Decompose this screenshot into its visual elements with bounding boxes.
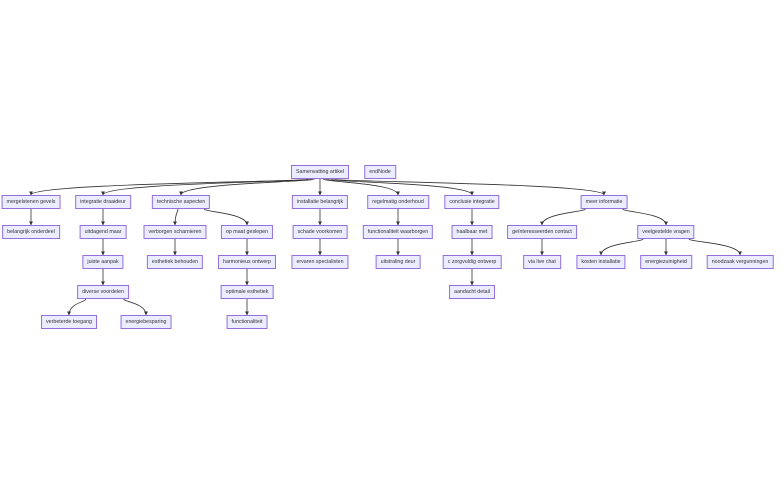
node-c2: op maat geslepen xyxy=(220,225,274,239)
edge-b3-b3a xyxy=(67,298,87,316)
node-f2: c zorgvuldig ontwerp xyxy=(442,255,502,269)
node-c2c: functionaliteit xyxy=(226,315,268,329)
node-g2: veelgestelde vragen xyxy=(637,225,695,239)
node-b: integratie draaideur xyxy=(75,195,131,209)
node-g2b: energiezuinigheid xyxy=(640,255,692,269)
node-b3a: verbeterde toegang xyxy=(41,315,97,329)
edge-g2-g2c xyxy=(688,238,742,256)
node-g1a: via live chat xyxy=(523,255,561,269)
node-f: conclusie integratie xyxy=(444,195,500,209)
node-e1: functionaliteit waarborgen xyxy=(362,225,434,239)
node-c1a: esthetiek behouden xyxy=(146,255,204,269)
edge-root-g xyxy=(330,178,606,196)
node-a1: belangrijk onderdeel xyxy=(2,225,60,239)
node-d: installatie belangrijk xyxy=(291,195,349,209)
node-c2a: harmonieus ontwerp xyxy=(218,255,276,269)
node-d1: schade voorkomen xyxy=(292,225,348,239)
edge-root-e xyxy=(322,178,400,196)
edge-root-b xyxy=(101,178,312,196)
edge-g2-g2a xyxy=(599,238,644,256)
edge-g-g2 xyxy=(622,208,668,226)
node-f1: haalbaar met xyxy=(451,225,493,239)
node-g1: geïnteresseerden contact xyxy=(507,225,577,239)
node-b3: diverse voordelen xyxy=(77,285,129,299)
node-a: mergelstenen gevels xyxy=(1,195,61,209)
node-g: meer informatie xyxy=(580,195,628,209)
node-d2: ervaren specialisten xyxy=(291,255,349,269)
node-f3: aandacht detail xyxy=(449,285,495,299)
node-g2a: kosten installatie xyxy=(576,255,626,269)
node-b3b: energiebesparing xyxy=(120,315,172,329)
node-c: technische aspecten xyxy=(151,195,211,209)
node-e: regelmatig onderhoud xyxy=(367,195,429,209)
edge-c-c1 xyxy=(173,208,179,226)
edge-root-c xyxy=(179,178,315,196)
node-b1: uitdagend maar xyxy=(79,225,127,239)
edge-b3-b3b xyxy=(123,298,148,316)
edge-root-f xyxy=(325,178,474,196)
node-root: Samenvatting artikel xyxy=(291,165,349,179)
node-g2c: noodzaak vergunningen xyxy=(706,255,774,269)
node-c1: verborgen scharnieren xyxy=(143,225,207,239)
edge-g-g1 xyxy=(540,208,586,226)
edge-c-c2 xyxy=(203,208,249,226)
node-endnode: endNode xyxy=(364,165,396,179)
node-b2: juiste aanpak xyxy=(82,255,124,269)
node-c2b: optimale esthetiek xyxy=(220,285,274,299)
node-e2: uitstraling deur xyxy=(375,255,421,269)
